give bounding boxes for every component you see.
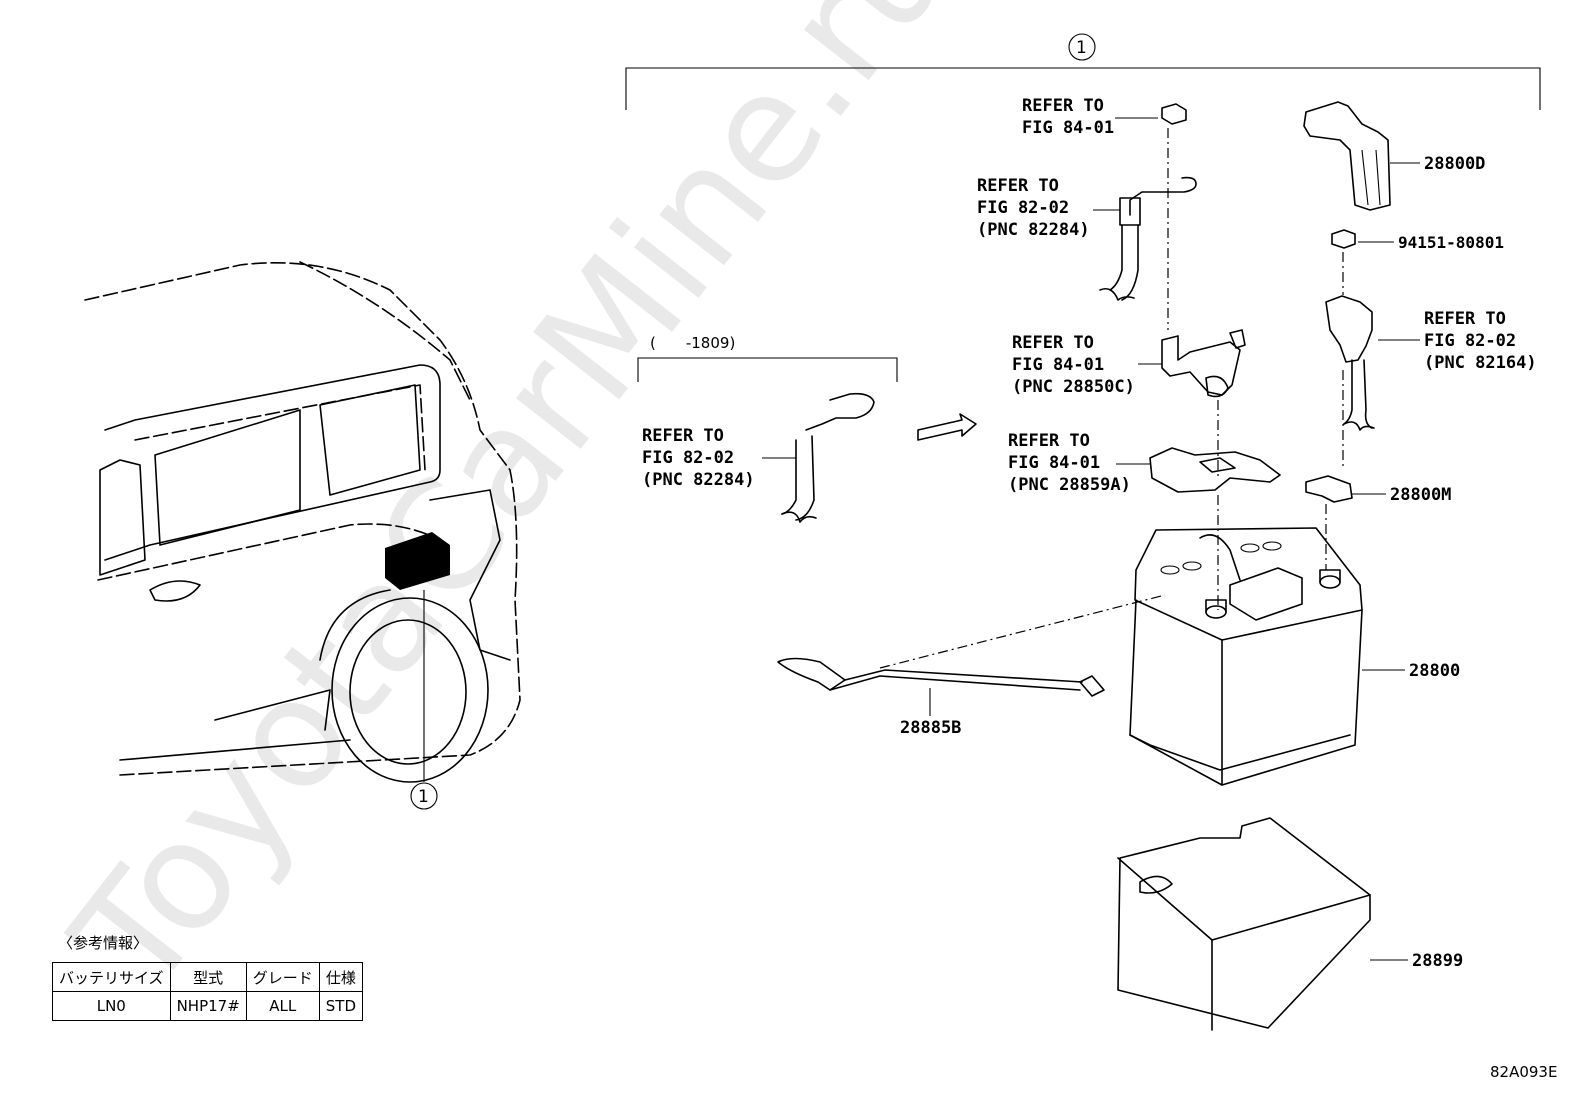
refer-clamp-line1: REFER TO	[1012, 333, 1094, 353]
refer-clamp-line3: (PNC 28850C)	[1012, 377, 1135, 397]
version-range-label: ( -1809)	[650, 334, 735, 352]
part-sensor-hose-number: 28885B	[900, 718, 961, 738]
battery-tray: 28899	[1117, 817, 1463, 1031]
part-nut-number: 94151-80801	[1398, 233, 1504, 252]
callout-circle-top	[1068, 33, 1096, 61]
cell-battery-size: LN0	[52, 991, 171, 1021]
reference-info-caption: 〈参考情報〉	[58, 934, 149, 952]
battery: 28800	[1129, 527, 1460, 786]
refer-bracket-line3: (PNC 28859A)	[1008, 475, 1131, 495]
cell-grade: ALL	[245, 991, 320, 1021]
part-battery-number: 28800	[1409, 661, 1460, 681]
negative-clamp: REFER TO FIG 84-01 (PNC 28850C)	[1012, 329, 1246, 480]
watermark-text: ToyotaCarMine.ru	[41, 0, 985, 1023]
table-header-row: バッテリサイズ 型式 グレード 仕様	[52, 962, 364, 992]
callout-number-top: 1	[1076, 38, 1087, 58]
refer-bracket-line2: FIG 84-01	[1008, 453, 1100, 473]
battery-vent-caps	[1160, 541, 1282, 575]
older-cable-version: ( -1809) REFER TO FIG 82-02 (PNC 82284)	[637, 334, 977, 523]
header-grade: グレード	[245, 962, 320, 992]
terminal-nut: 94151-80801	[1331, 229, 1504, 295]
refer-cable-old-line3: (PNC 82284)	[642, 470, 755, 490]
battery-location-marker	[385, 532, 450, 590]
callout-circle-left	[410, 782, 438, 810]
part-tray-number: 28899	[1412, 951, 1463, 971]
header-model: 型式	[169, 962, 247, 992]
refer-pos-cable-line2: FIG 82-02	[1424, 331, 1516, 351]
top-nut: REFER TO FIG 84-01	[1022, 96, 1187, 330]
assembly-bracket: 1	[625, 33, 1541, 110]
refer-cable-top-line1: REFER TO	[977, 176, 1059, 196]
terminal-cover: 28800D	[1303, 101, 1485, 211]
clamp-bracket: REFER TO FIG 84-01 (PNC 28859A)	[1008, 431, 1281, 610]
battery-terminal: 28800M	[1305, 475, 1451, 570]
refer-cable-old-line2: FIG 82-02	[642, 448, 734, 468]
refer-pos-cable-line1: REFER TO	[1424, 309, 1506, 329]
car-rear-quarter-illustration: 1	[84, 261, 521, 810]
part-cover-number: 28800D	[1424, 154, 1485, 174]
refer-nut-line2: FIG 84-01	[1022, 118, 1114, 138]
sensor-hose: 28885B	[777, 594, 1166, 738]
figure-code: 82A093E	[1490, 1063, 1558, 1081]
reference-info-table: バッテリサイズ 型式 グレード 仕様 LN0 NHP17# ALL STD	[52, 962, 364, 1021]
refer-pos-cable-line3: (PNC 82164)	[1424, 353, 1537, 373]
header-spec: 仕様	[318, 962, 364, 992]
cell-spec: STD	[318, 991, 364, 1021]
refer-cable-top-line3: (PNC 82284)	[977, 220, 1090, 240]
refer-nut-line1: REFER TO	[1022, 96, 1104, 116]
refer-cable-old-line1: REFER TO	[642, 426, 724, 446]
cell-model: NHP17#	[169, 991, 247, 1021]
positive-cable: REFER TO FIG 82-02 (PNC 82164)	[1325, 295, 1537, 470]
refer-clamp-line2: FIG 84-01	[1012, 355, 1104, 375]
refer-bracket-line1: REFER TO	[1008, 431, 1090, 451]
part-terminal-number: 28800M	[1390, 485, 1451, 505]
callout-number-left: 1	[418, 787, 429, 807]
table-row: LN0 NHP17# ALL STD	[52, 991, 364, 1021]
negative-cable: REFER TO FIG 82-02 (PNC 82284)	[977, 176, 1197, 301]
refer-cable-top-line2: FIG 82-02	[977, 198, 1069, 218]
header-battery-size: バッテリサイズ	[52, 962, 171, 992]
